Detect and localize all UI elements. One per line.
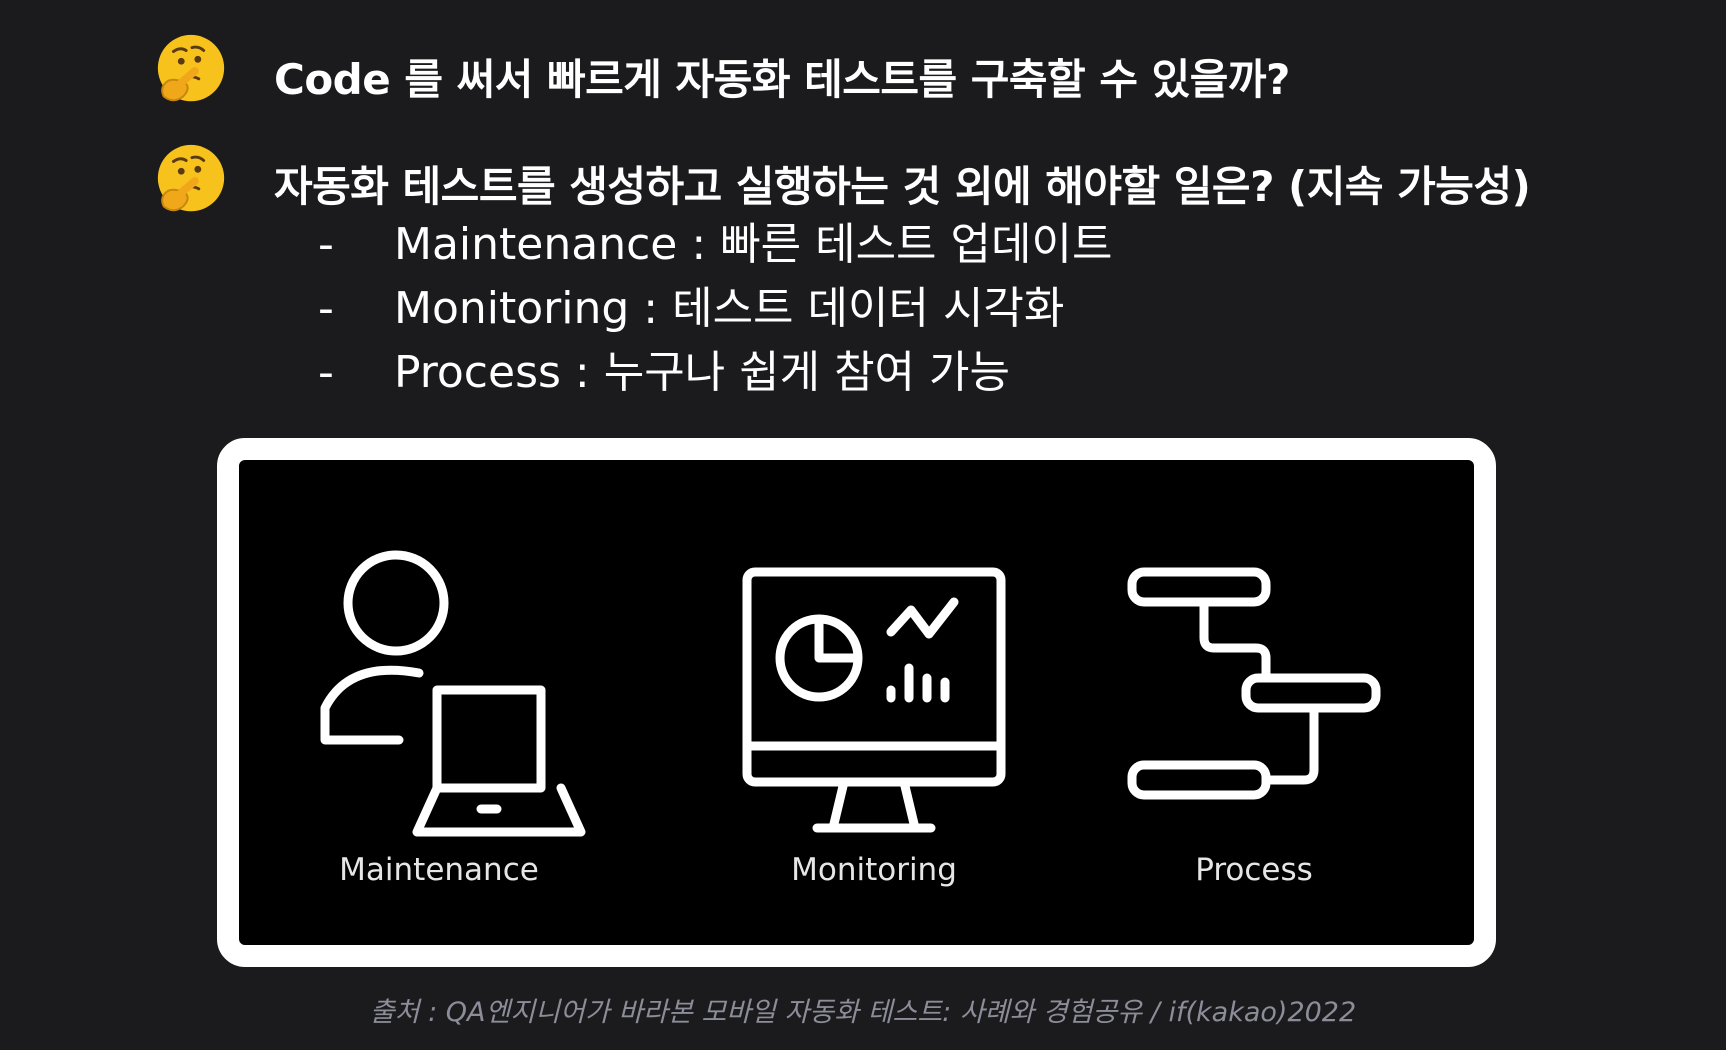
- diagram-icons: [320, 550, 1381, 837]
- bullet-item-monitoring: - Monitoring : 테스트 데이터 시각화: [318, 272, 1112, 336]
- thinking-face-icon: [157, 34, 225, 102]
- question-text-1: Code 를 써서 빠르게 자동화 테스트를 구축할 수 있을까?: [274, 55, 1290, 104]
- process-flow-icon: [1127, 567, 1381, 800]
- question-text-2: 자동화 테스트를 생성하고 실행하는 것 외에 해야할 일은? (지속 가능성): [274, 162, 1531, 211]
- diagram-label-maintenance: Maintenance: [339, 852, 539, 888]
- bullet-text: Maintenance : 빠른 테스트 업데이트: [394, 219, 1113, 270]
- question-row-2: 자동화 테스트를 생성하고 실행하는 것 외에 해야할 일은? (지속 가능성): [152, 142, 1531, 220]
- bullet-dash: -: [318, 219, 334, 270]
- question-row-1: Code 를 써서 빠르게 자동화 테스트를 구축할 수 있을까?: [152, 32, 1290, 110]
- bullet-dash: -: [318, 283, 334, 334]
- person-laptop-icon: [320, 550, 586, 837]
- monitor-dashboard-icon: [742, 567, 1006, 833]
- source-citation: 출처 : QA엔지니어가 바라본 모바일 자동화 테스트: 사례와 경험공유 /…: [369, 997, 1357, 1028]
- bullet-item-process: - Process : 누구나 쉽게 참여 가능: [318, 336, 1112, 400]
- bullet-item-maintenance: - Maintenance : 빠른 테스트 업데이트: [318, 208, 1112, 272]
- diagram-frame: Maintenance Monitoring Process: [217, 438, 1496, 967]
- bullet-dash: -: [318, 347, 334, 398]
- diagram-label-monitoring: Monitoring: [791, 852, 957, 888]
- thinking-face-icon: [157, 144, 225, 212]
- bullet-text: Process : 누구나 쉽게 참여 가능: [394, 347, 1010, 398]
- diagram-label-process: Process: [1195, 852, 1313, 888]
- bullet-text: Monitoring : 테스트 데이터 시각화: [394, 283, 1065, 334]
- bullet-list: - Maintenance : 빠른 테스트 업데이트 - Monitoring…: [318, 208, 1112, 400]
